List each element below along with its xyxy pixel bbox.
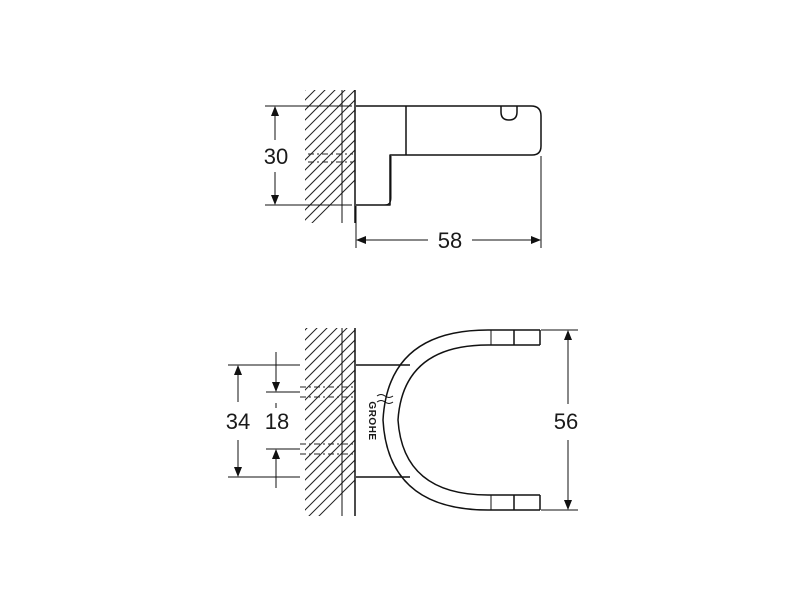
brand-logo-text: GROHE — [366, 401, 377, 440]
logo-wave-mark — [376, 394, 394, 404]
side-view: 30 58 — [264, 90, 542, 253]
wall-hatch-bottom — [305, 328, 355, 516]
width-label: 56 — [554, 409, 578, 434]
dimension-inner-spacing — [266, 352, 300, 488]
inner-spacing-label: 18 — [265, 409, 289, 434]
wall-hatch-top — [305, 90, 355, 223]
hook-arm-outer — [382, 329, 540, 511]
brand-logo: GROHE — [366, 401, 377, 440]
dimension-outer-spacing — [228, 364, 300, 478]
front-view: GROHE 34 18 56 — [226, 328, 578, 516]
hook-arm-inner — [397, 344, 540, 496]
outer-spacing-label: 34 — [226, 409, 250, 434]
height-label: 30 — [264, 144, 288, 169]
depth-label: 58 — [438, 228, 462, 253]
hook-inner-edge — [383, 156, 392, 206]
dimension-width — [541, 329, 578, 511]
dimension-depth — [355, 156, 542, 248]
dimension-height — [265, 105, 352, 206]
hook-notch — [500, 106, 518, 121]
hook-profile-side — [356, 105, 542, 206]
